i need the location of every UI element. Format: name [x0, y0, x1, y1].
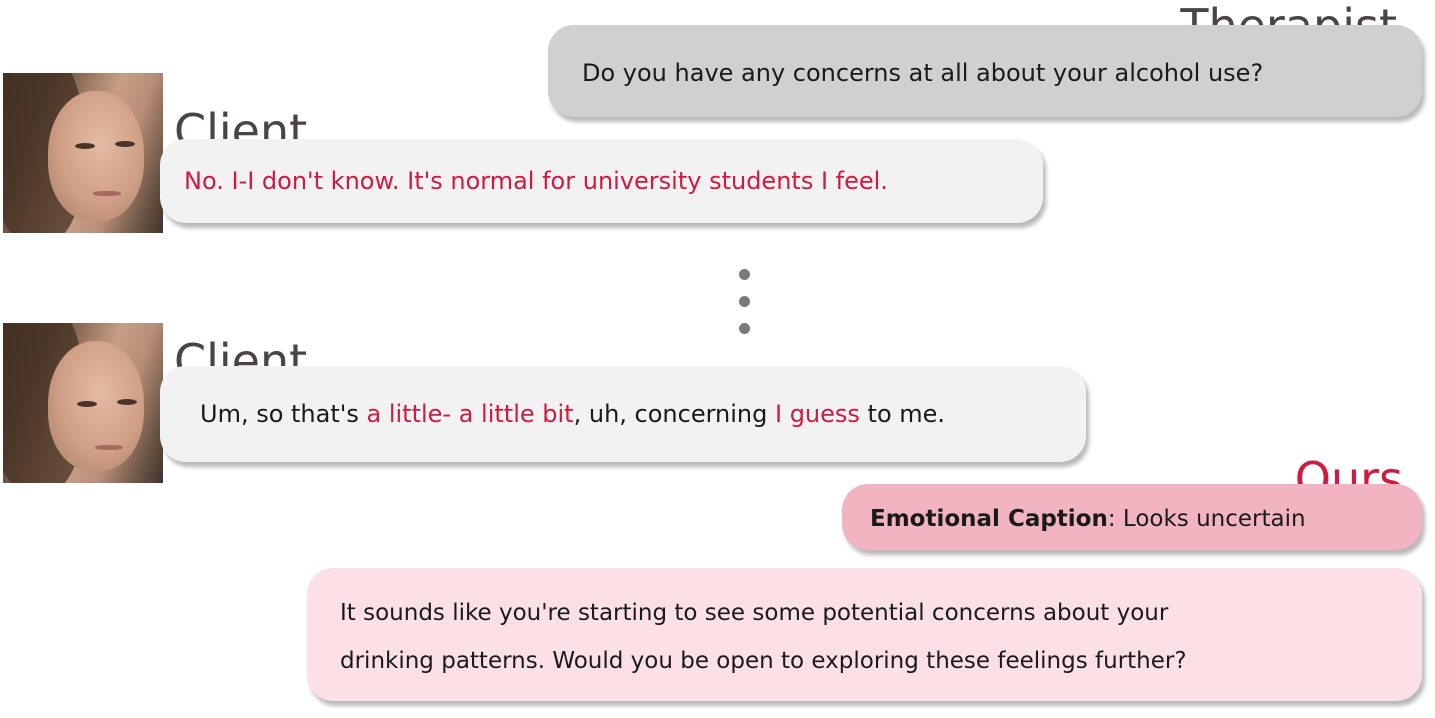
caption-separator: :	[1107, 506, 1116, 532]
ellipsis-dot-1	[739, 269, 750, 280]
caption-bubble: Emotional Caption: Looks uncertain	[842, 484, 1422, 550]
ellipsis-dot-3	[739, 323, 750, 334]
client-photo-1	[3, 73, 163, 233]
segment-plain-3: to me.	[859, 400, 946, 428]
therapist-message: Do you have any concerns at all about yo…	[582, 59, 1264, 87]
therapist-bubble: Do you have any concerns at all about yo…	[548, 25, 1422, 117]
emotional-caption: Emotional Caption: Looks uncertain	[870, 506, 1306, 532]
caption-key: Emotional Caption	[870, 506, 1108, 532]
response-bubble: It sounds like you're starting to see so…	[307, 568, 1422, 701]
segment-highlight-1: a little- a little bit	[366, 400, 574, 428]
response-line-2: drinking patterns. Would you be open to …	[340, 648, 1187, 674]
client-message-2: Um, so that's a little- a little bit, uh…	[200, 400, 945, 428]
caption-value: Looks uncertain	[1115, 506, 1306, 532]
client-bubble-1: No. I-I don't know. It's normal for univ…	[160, 139, 1043, 223]
segment-plain-1: Um, so that's	[200, 400, 367, 428]
ellipsis-dot-2	[739, 296, 750, 307]
client-message-1: No. I-I don't know. It's normal for univ…	[184, 167, 888, 195]
segment-plain-2: , uh, concerning	[573, 400, 775, 428]
response-line-1: It sounds like you're starting to see so…	[340, 600, 1169, 626]
client-photo-2	[3, 323, 163, 483]
client-bubble-2: Um, so that's a little- a little bit, uh…	[160, 366, 1086, 462]
segment-highlight-2: I guess	[774, 400, 860, 428]
